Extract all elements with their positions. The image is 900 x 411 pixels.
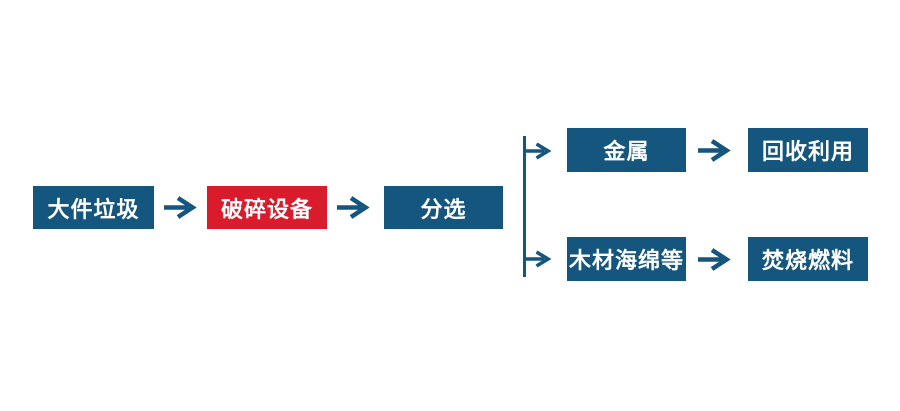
node-sorting: 分选 (384, 186, 503, 229)
branch-arrow-right-icon (524, 142, 552, 160)
node-incineration-fuel-label: 焚烧燃料 (761, 248, 854, 273)
node-crushing-equipment-label: 破碎设备 (220, 196, 313, 222)
node-bulky-waste: 大件垃圾 (33, 186, 154, 229)
node-recycling-label: 回收利用 (761, 139, 854, 164)
node-wood-sponge: 木材海绵等 (567, 237, 686, 281)
node-incineration-fuel: 焚烧燃料 (748, 237, 868, 281)
node-crushing-equipment: 破碎设备 (207, 186, 327, 229)
arrow-right-icon (164, 196, 197, 219)
node-metal: 金属 (567, 128, 686, 172)
node-metal-label: 金属 (603, 139, 650, 164)
node-wood-sponge-label: 木材海绵等 (568, 248, 684, 273)
node-recycling: 回收利用 (748, 128, 868, 172)
arrow-right-icon (337, 196, 370, 219)
branch-line (523, 136, 526, 277)
arrow-right-icon (698, 248, 731, 271)
arrow-right-icon (698, 139, 731, 162)
branch-arrow-right-icon (524, 250, 552, 268)
node-bulky-waste-label: 大件垃圾 (47, 196, 140, 222)
node-sorting-label: 分选 (420, 196, 467, 222)
